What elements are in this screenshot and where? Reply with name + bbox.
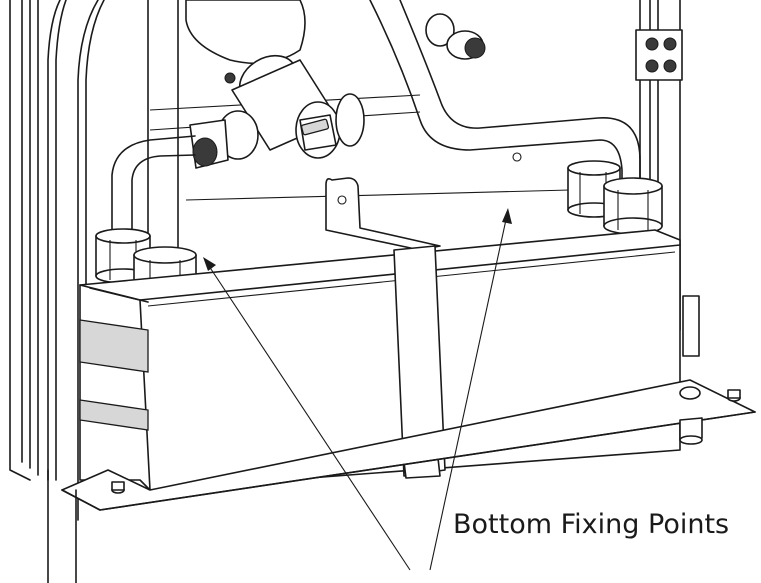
callout-arrows [203,208,512,571]
left-elbow-pipe [111,135,196,233]
right-nut-front [603,177,663,235]
callout-label: Bottom Fixing Points [453,509,729,540]
left-pipe [147,0,179,256]
base-plate [61,379,756,511]
callout-arrowhead-left [203,257,216,271]
callout-line-left [206,262,411,571]
terminal-block [635,29,683,81]
right-pipe [369,0,641,186]
left-casing [9,0,67,481]
right-bracket [682,295,700,357]
valve-assembly [185,0,365,169]
top-fitting [425,13,486,60]
callout-arrowhead-right [502,208,512,224]
left-tabs [79,319,149,431]
retaining-bracket [325,177,446,479]
front-left-pipe [47,469,77,583]
callout-line-right [429,214,508,571]
